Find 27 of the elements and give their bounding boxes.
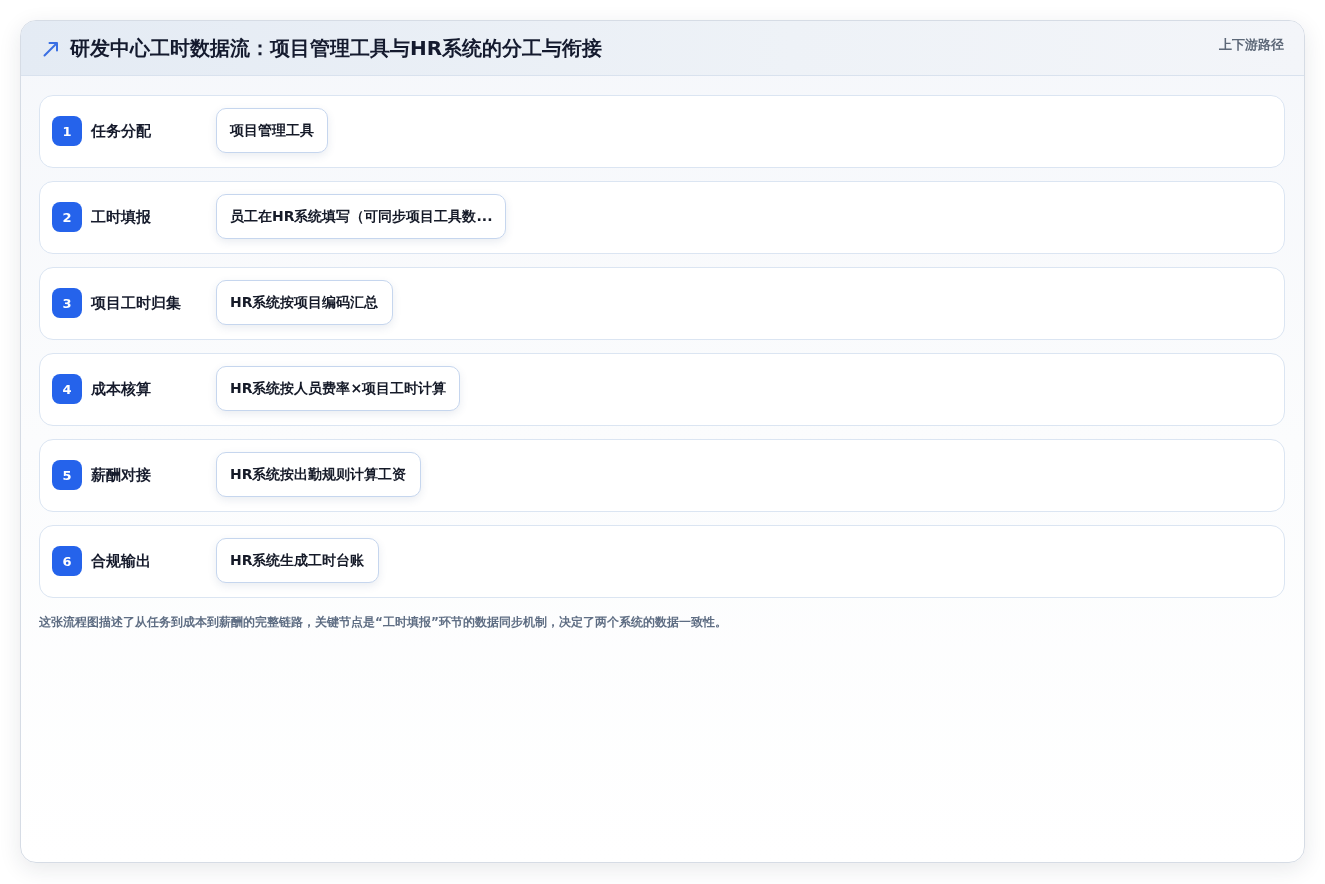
step-number-badge: 5 <box>52 460 82 490</box>
step-number-badge: 2 <box>52 202 82 232</box>
step-label: 成本核算 <box>91 379 151 400</box>
system-pill: HR系统生成工时台账 <box>216 538 379 583</box>
step-row <box>39 353 1285 426</box>
step-number-badge: 1 <box>52 116 82 146</box>
step-label: 任务分配 <box>91 121 151 142</box>
system-pill: 员工在HR系统填写（可同步项目工具数... <box>216 194 507 239</box>
step-label: 项目工时归集 <box>91 293 181 314</box>
step-label: 工时填报 <box>91 207 151 228</box>
step-row <box>39 525 1285 598</box>
diagram-title: 研发中心工时数据流：项目管理工具与HR系统的分工与衔接 <box>70 35 603 61</box>
step-number-badge: 4 <box>52 374 82 404</box>
header-tag: 上下游路径 <box>1219 36 1284 54</box>
system-pill: HR系统按人员费率×项目工时计算 <box>216 366 461 411</box>
step-number-badge: 6 <box>52 546 82 576</box>
step-row <box>39 181 1285 254</box>
step-row <box>39 95 1285 168</box>
caption-text: 这张流程图描述了从任务到成本到薪酬的完整链路，关键节点是“工时填报”环节的数据同步机制，决定了两个系统的数据一致性。 <box>39 614 727 631</box>
step-label: 合规输出 <box>91 551 151 572</box>
system-pill: 项目管理工具 <box>216 108 328 153</box>
step-row <box>39 439 1285 512</box>
step-label: 薪酬对接 <box>91 465 151 486</box>
step-number-badge: 3 <box>52 288 82 318</box>
step-row <box>39 267 1285 340</box>
system-pill: HR系统按出勤规则计算工资 <box>216 452 421 497</box>
system-pill: HR系统按项目编码汇总 <box>216 280 393 325</box>
